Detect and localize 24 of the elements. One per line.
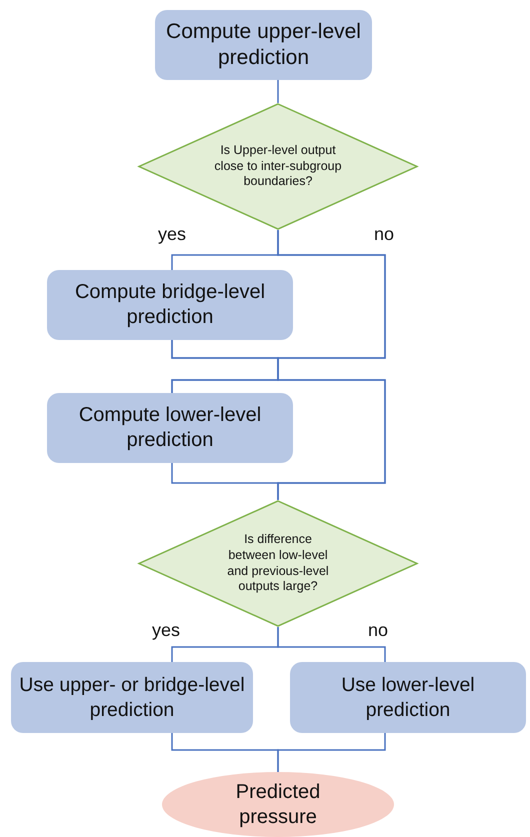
process-box — [290, 662, 526, 733]
decision-diamond — [138, 103, 418, 230]
process-box — [47, 393, 293, 463]
node-text: Compute upper-level prediction — [165, 18, 362, 71]
node-text: Is difference between low-level and previous-level outputs large? — [226, 532, 330, 595]
branch-label: no — [374, 224, 394, 245]
process-box — [11, 662, 253, 733]
connector-line — [277, 627, 386, 662]
node-text: Is Upper-level output close to inter-subgroup boundaries? — [213, 143, 343, 190]
terminal-ellipse — [162, 772, 394, 837]
decision-diamond — [138, 500, 418, 627]
branch-label: yes — [158, 224, 186, 245]
branch-label: yes — [152, 620, 180, 641]
node-text: Compute lower-level prediction — [78, 403, 262, 453]
node-text: Compute bridge-level prediction — [74, 280, 266, 330]
node-text: Predicted pressure — [234, 780, 322, 830]
process-box — [47, 270, 293, 340]
branch-label: no — [368, 620, 388, 641]
process-box — [155, 10, 372, 80]
node-text: Use lower-level prediction — [340, 673, 476, 722]
node-text: Use upper- or bridge-level prediction — [18, 673, 246, 722]
connector-line — [277, 733, 386, 772]
connector-line — [277, 80, 279, 103]
connector-line — [171, 463, 279, 500]
